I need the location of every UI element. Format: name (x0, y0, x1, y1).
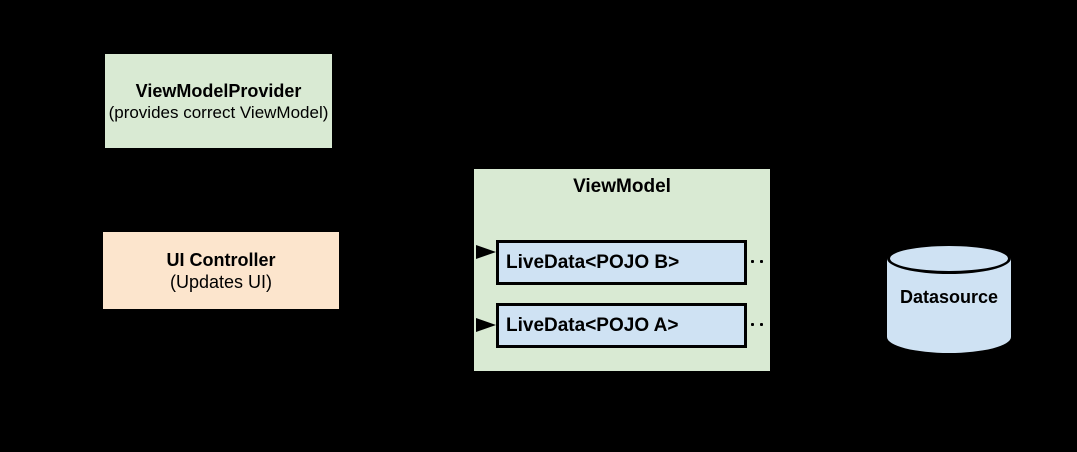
viewmodel-title: ViewModel (573, 176, 671, 197)
dotted-connector-dot (760, 323, 763, 326)
datasource-node: Datasource (887, 243, 1011, 353)
viewmodelprovider-subtitle: (provides correct ViewModel) (108, 102, 329, 122)
viewmodel-node: ViewModel LiveData<POJO B> LiveData<POJO… (474, 169, 770, 371)
viewmodelprovider-title: ViewModelProvider (135, 80, 302, 101)
livedata-pojo-a-node: LiveData<POJO A> (496, 303, 747, 348)
arrow-right-icon (476, 245, 496, 259)
ui-controller-subtitle: (Updates UI) (169, 271, 273, 292)
livedata-pojo-b-node: LiveData<POJO B> (496, 240, 747, 285)
ui-controller-node: UI Controller (Updates UI) (103, 232, 339, 309)
livedata-pojo-a-label: LiveData<POJO A> (506, 314, 679, 336)
database-cylinder-top-icon (887, 243, 1011, 274)
arrow-right-icon (476, 318, 496, 332)
datasource-title: Datasource (899, 287, 999, 307)
dotted-connector-dot (751, 260, 754, 263)
dotted-connector-dot (760, 260, 763, 263)
livedata-pojo-b-label: LiveData<POJO B> (506, 251, 680, 273)
dotted-connector-dot (751, 323, 754, 326)
viewmodelprovider-node: ViewModelProvider (provides correct View… (105, 54, 332, 148)
ui-controller-title: UI Controller (166, 249, 276, 270)
